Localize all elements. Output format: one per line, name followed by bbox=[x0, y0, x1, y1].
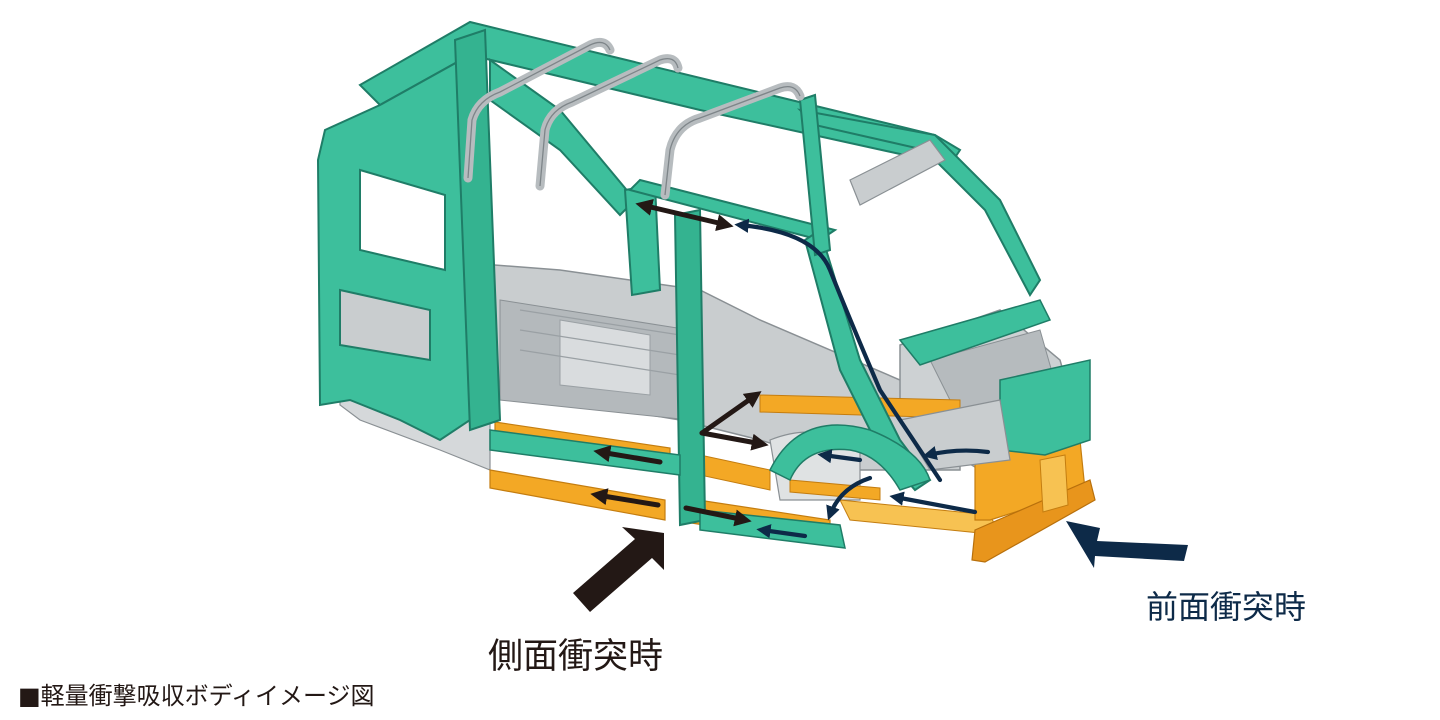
side-arrow-sill-upper bbox=[593, 445, 663, 465]
side-arrow-upper bbox=[635, 199, 734, 231]
front-impact-arrow bbox=[1066, 521, 1188, 568]
side-arrow-sill-front bbox=[683, 505, 752, 527]
front-path-frame bbox=[889, 491, 978, 515]
car-body-frame bbox=[316, 20, 1096, 563]
front-path-sill bbox=[756, 524, 808, 539]
side-arrow-diagonal-up bbox=[699, 391, 762, 436]
front-path-floor bbox=[817, 449, 863, 464]
side-arrow-sill-lower bbox=[590, 488, 661, 508]
front-path-arch bbox=[826, 475, 873, 521]
side-arrow-diagonal-right bbox=[699, 430, 769, 451]
front-path-cowl bbox=[922, 446, 991, 461]
side-impact-load-paths bbox=[590, 199, 769, 527]
figure-caption: ■軽量衝撃吸収ボディイメージ図 bbox=[18, 682, 375, 710]
outer-body-frame bbox=[316, 20, 1091, 549]
side-impact-arrow bbox=[573, 527, 664, 612]
side-impact-label: 側面衝突時 bbox=[488, 637, 664, 677]
front-impact-load-paths bbox=[734, 218, 991, 539]
roof-bow-outlines bbox=[467, 41, 801, 196]
front-impact-label: 前面衝突時 bbox=[1146, 588, 1307, 626]
front-path-a-pillar bbox=[734, 218, 943, 483]
